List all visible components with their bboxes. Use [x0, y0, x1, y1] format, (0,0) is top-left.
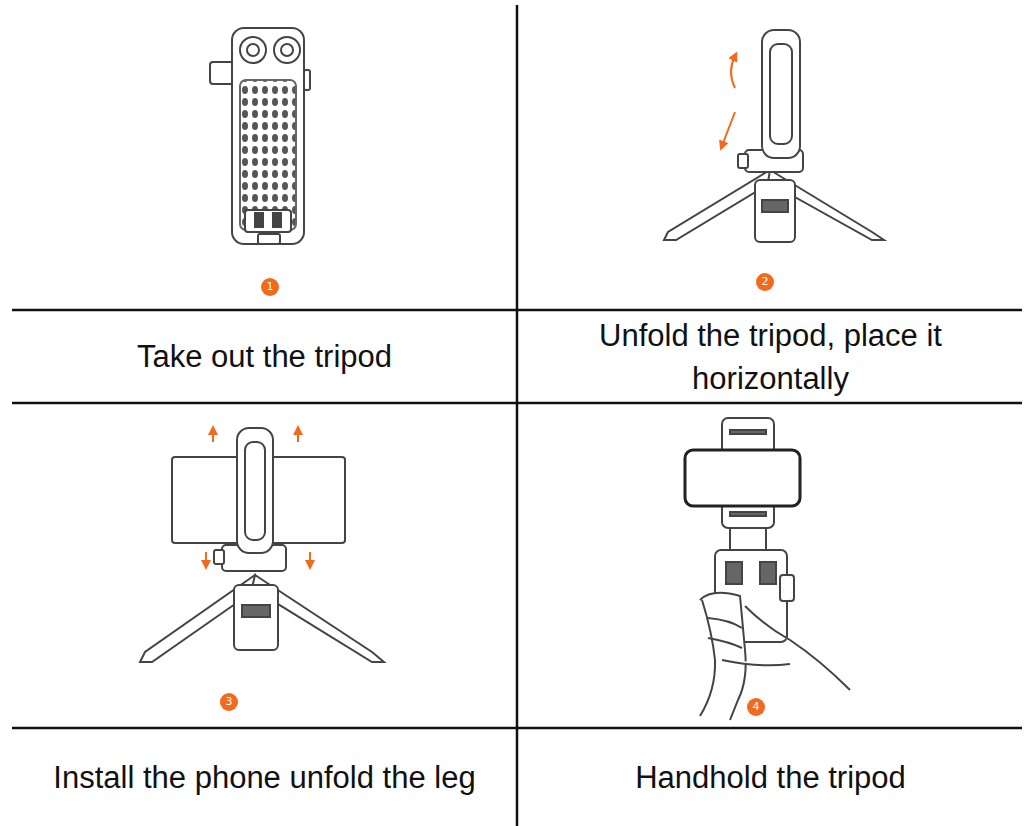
table-cell: Handhold the tripod: [519, 730, 1022, 826]
callout-number: 4: [747, 698, 765, 716]
table-cell: Unfold the tripod, place it horizontally: [519, 311, 1022, 403]
table-cell: Take out the tripod: [12, 311, 517, 403]
tripod-with-phone: [140, 428, 384, 662]
callout-number: 2: [756, 273, 774, 291]
table-cell: Install the phone unfold the leg: [12, 730, 517, 826]
handheld-tripod: [685, 418, 850, 720]
rotate-arrows: [722, 56, 735, 146]
fit-arrows: [206, 430, 310, 565]
callout-number: 1: [261, 278, 279, 296]
table-rules: [12, 5, 1022, 826]
folded-tripod: [210, 28, 310, 244]
unfolded-tripod: [664, 30, 884, 242]
callout-number: 3: [220, 693, 238, 711]
